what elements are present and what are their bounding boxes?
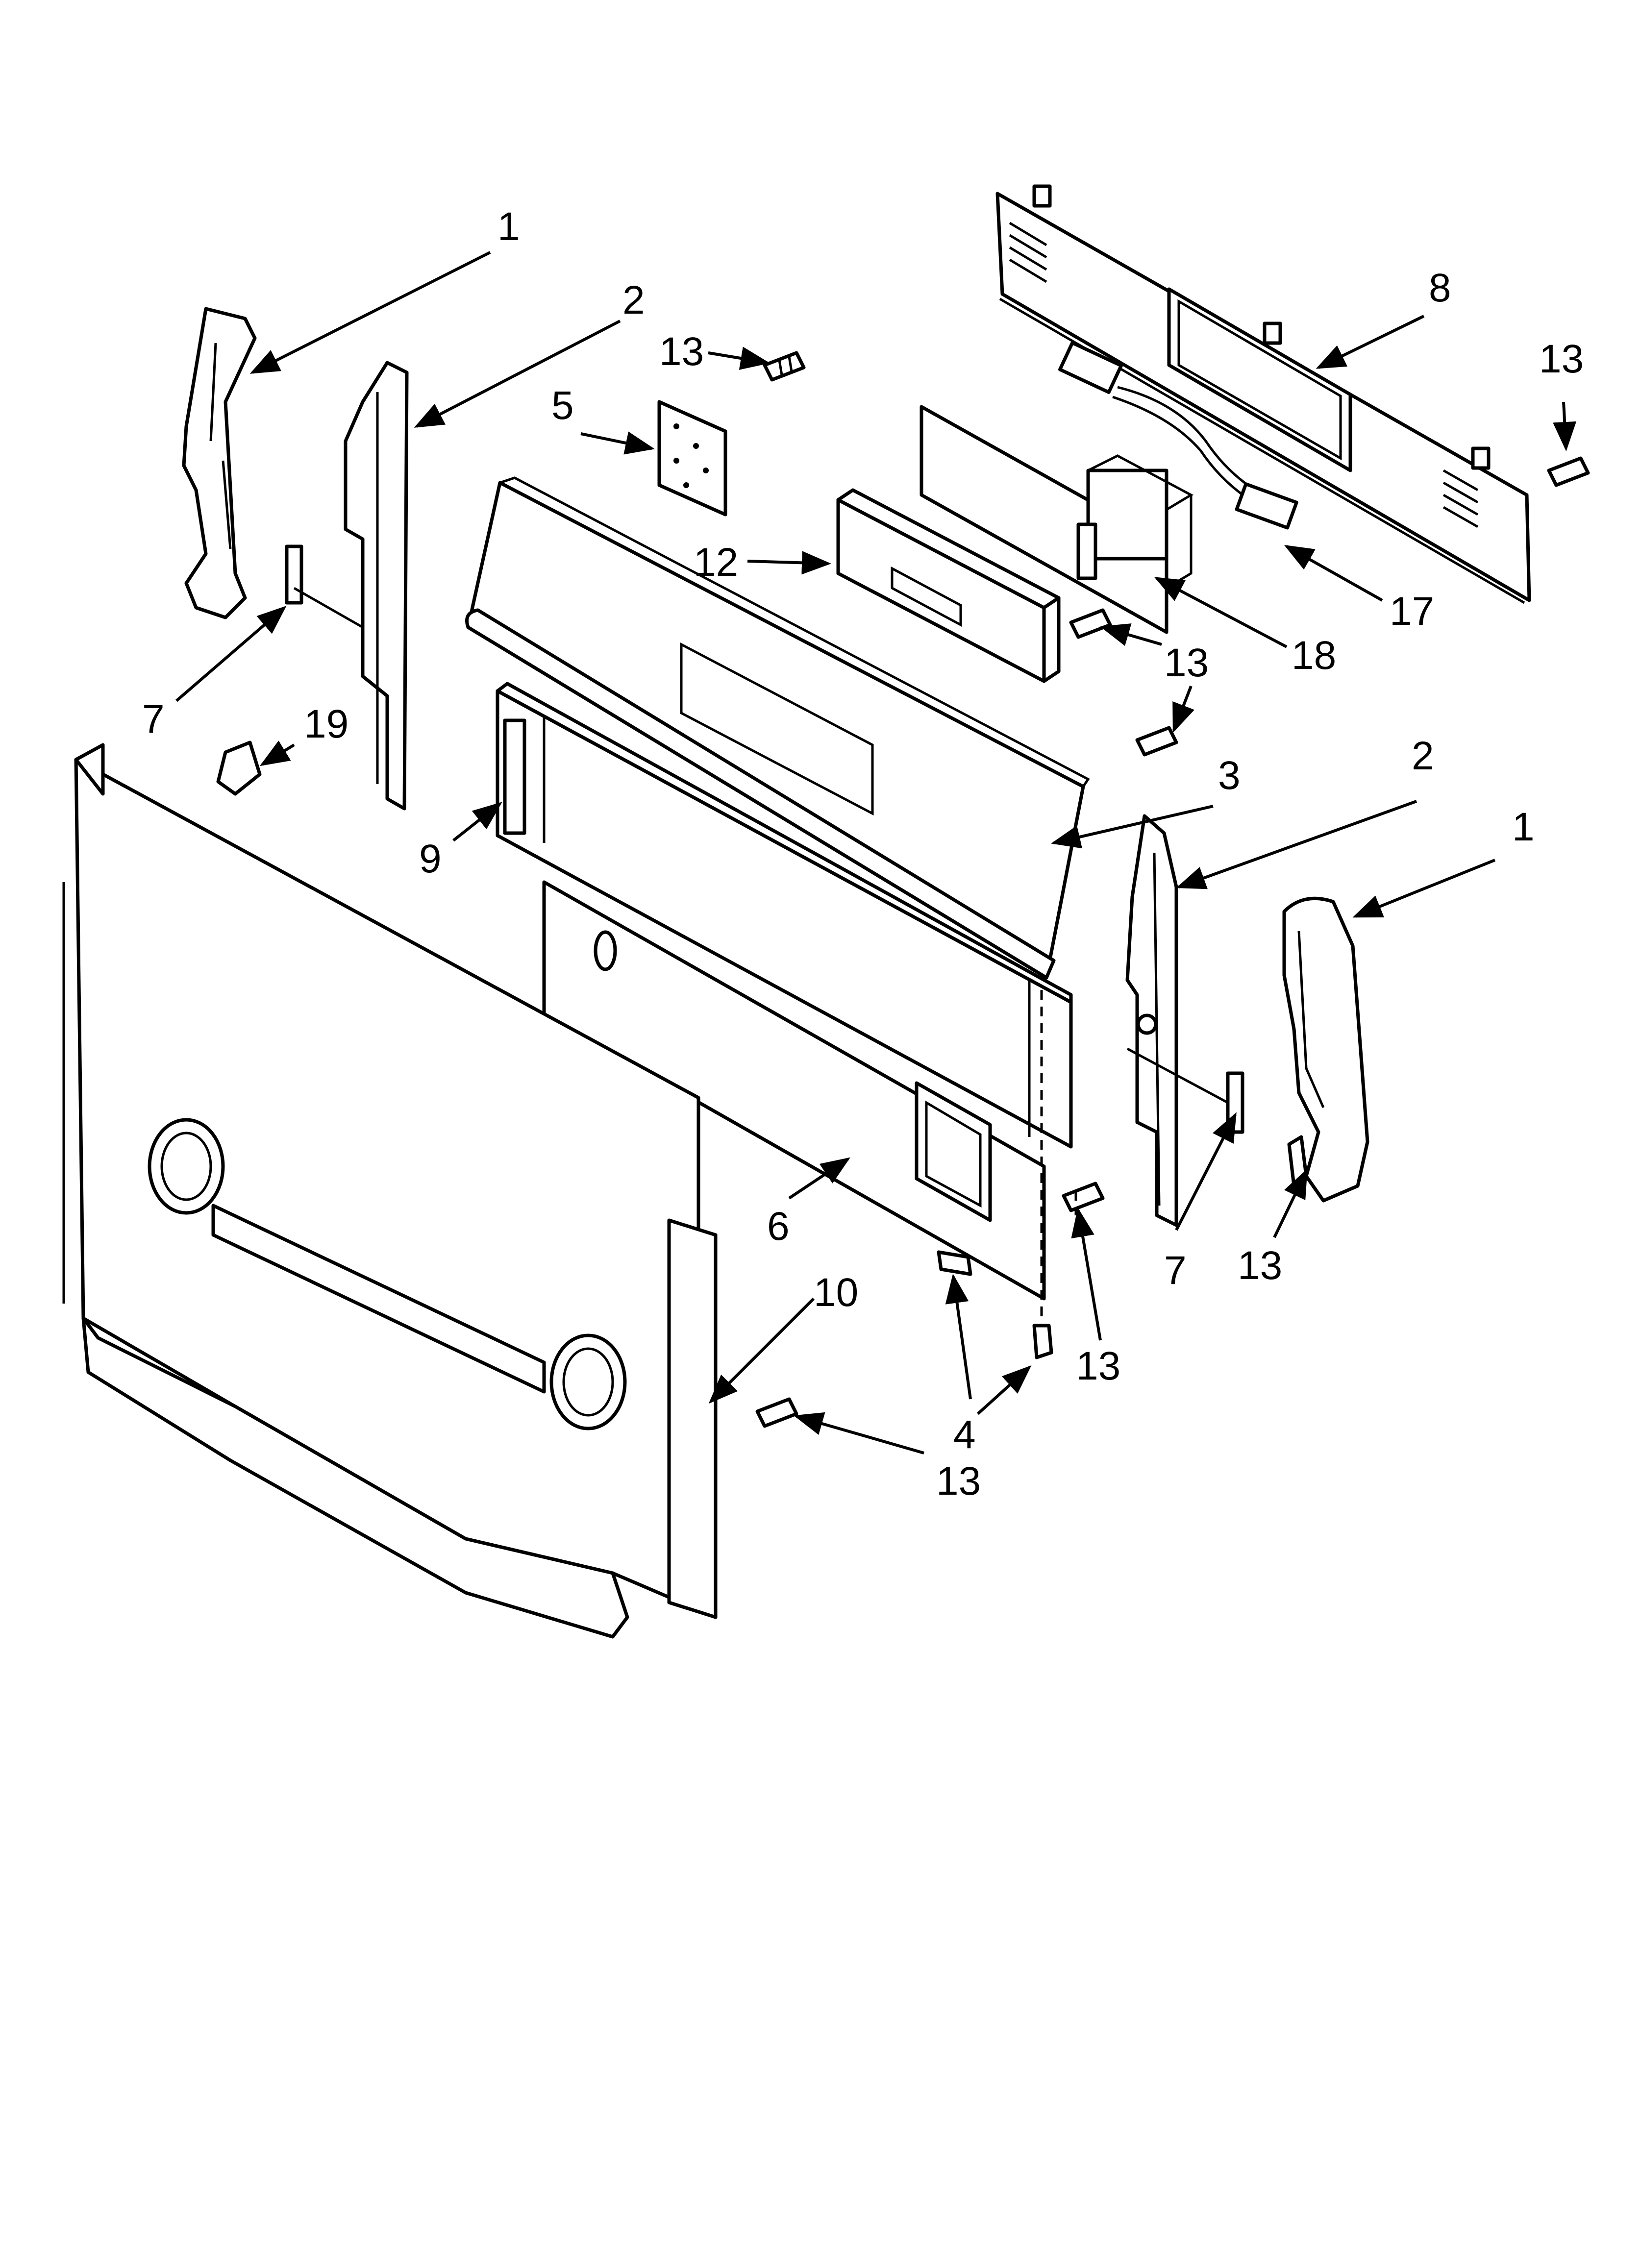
callout-2-right: 2 bbox=[1412, 734, 1434, 778]
callout-7-left: 7 bbox=[142, 697, 165, 741]
callout-13-topright: 13 bbox=[1539, 337, 1584, 381]
side-bracket-right bbox=[1125, 814, 1178, 1227]
callout-2-left: 2 bbox=[622, 278, 645, 322]
callout-7-right: 7 bbox=[1164, 1248, 1187, 1293]
clip-left bbox=[285, 544, 364, 629]
rear-trim-panel bbox=[995, 184, 1531, 604]
callout-17: 17 bbox=[1390, 589, 1434, 634]
callout-13-middle: 13 bbox=[1164, 641, 1209, 685]
screw-icon bbox=[1032, 1324, 1053, 1359]
callout-6: 6 bbox=[767, 1204, 790, 1249]
callout-3: 3 bbox=[1218, 753, 1241, 798]
screw-icon bbox=[763, 351, 806, 382]
small-circuit-board bbox=[657, 400, 727, 517]
screw-icon bbox=[1135, 726, 1178, 757]
callout-8: 8 bbox=[1429, 266, 1451, 310]
side-trim-right bbox=[1282, 896, 1369, 1203]
screw-icon bbox=[1062, 1182, 1105, 1212]
callout-4: 4 bbox=[953, 1412, 976, 1457]
wire-harness bbox=[1058, 341, 1298, 530]
leader-lines bbox=[175, 251, 1577, 1454]
screw-icon bbox=[755, 1397, 798, 1428]
callout-1-left: 1 bbox=[497, 204, 520, 249]
callout-12: 12 bbox=[694, 540, 738, 585]
control-panel bbox=[465, 476, 1090, 980]
screw-icon bbox=[1069, 608, 1112, 639]
control-bracket bbox=[920, 405, 1194, 634]
side-bracket-left bbox=[344, 361, 409, 811]
callout-13-lower: 13 bbox=[1076, 1344, 1120, 1388]
panel-bracket bbox=[496, 682, 1073, 1149]
screws bbox=[755, 351, 1590, 1428]
callout-13-bottom: 13 bbox=[936, 1459, 981, 1504]
callout-19: 19 bbox=[304, 702, 348, 746]
side-trim-left bbox=[182, 307, 257, 619]
callout-13-right: 13 bbox=[1238, 1243, 1282, 1288]
screw-icon bbox=[937, 1250, 972, 1276]
rear-shield bbox=[542, 880, 1046, 1301]
callout-13-top: 13 bbox=[659, 329, 704, 374]
manifold-panel bbox=[62, 743, 718, 1639]
callout-18: 18 bbox=[1292, 633, 1336, 678]
callout-labels: 1 2 13 5 8 13 12 17 18 7 13 19 3 2 1 9 6… bbox=[142, 204, 1584, 1504]
callout-5: 5 bbox=[551, 383, 574, 428]
electronic-control bbox=[836, 488, 1061, 683]
callout-1-right: 1 bbox=[1512, 805, 1535, 849]
callout-9: 9 bbox=[419, 837, 442, 881]
screw-icon bbox=[1547, 456, 1590, 487]
wire-clip bbox=[216, 740, 262, 796]
callout-10: 10 bbox=[814, 1270, 858, 1315]
